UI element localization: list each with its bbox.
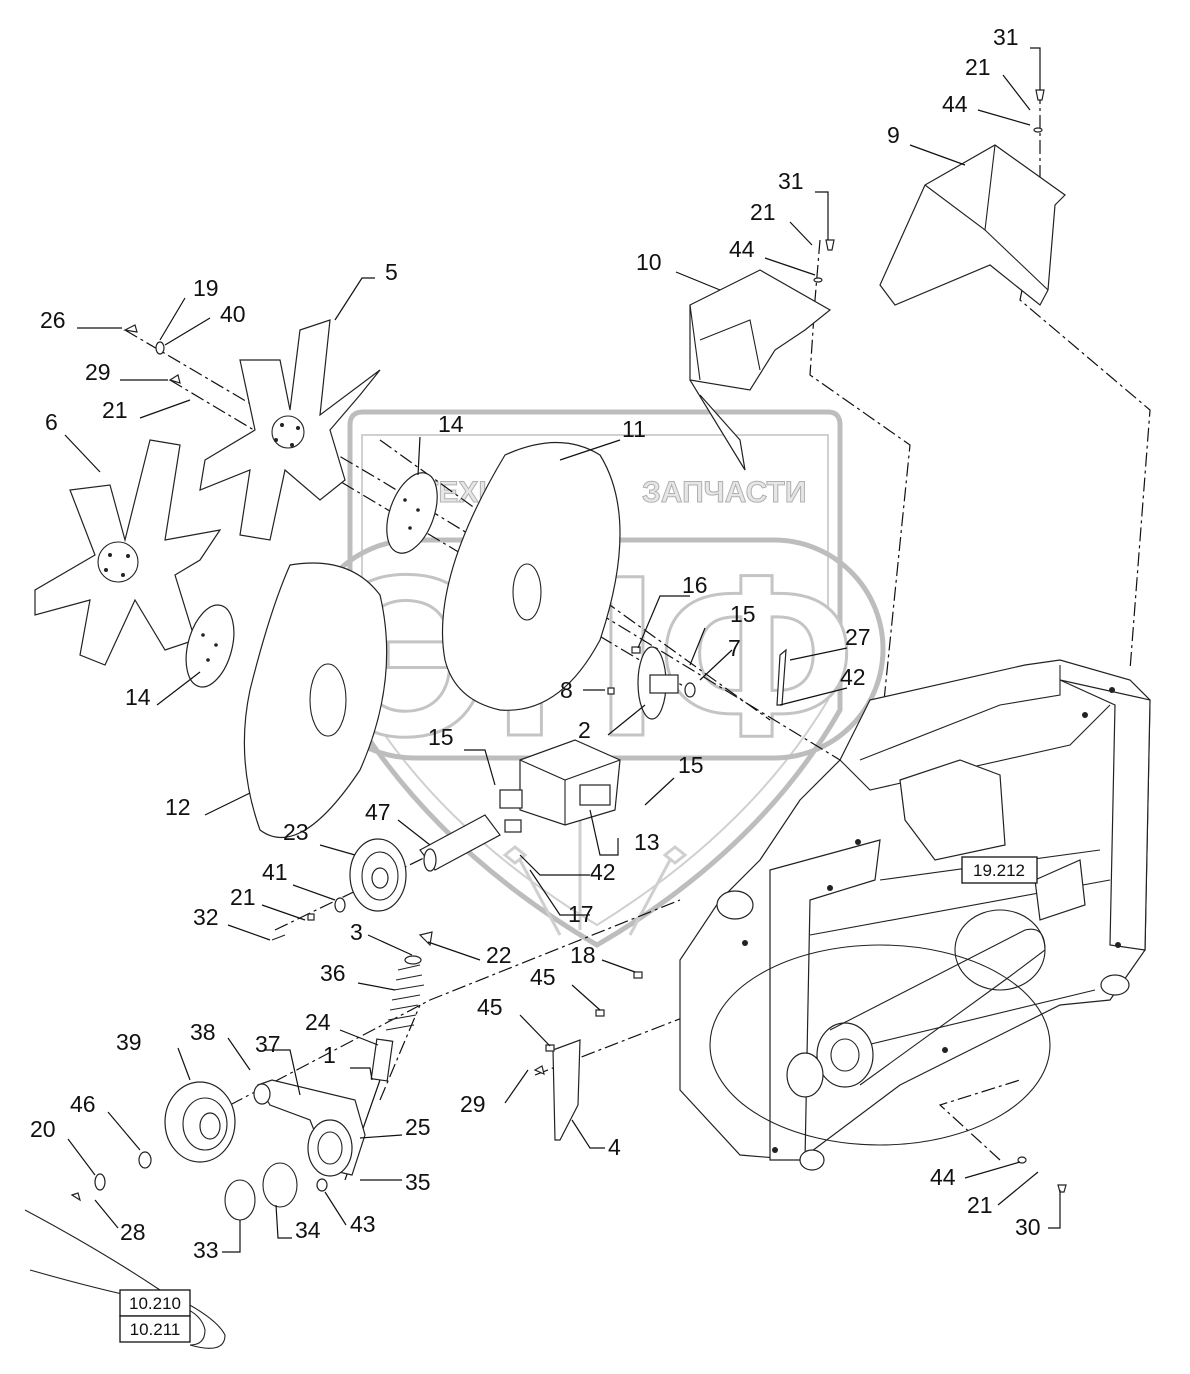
part-cover-10	[689, 269, 832, 471]
callout-label: 43	[350, 1211, 376, 1237]
part-fan-blade-6	[34, 439, 222, 666]
callout-label: 5	[385, 259, 398, 285]
callout-label: 46	[70, 1091, 96, 1117]
callout-label: 21	[230, 884, 256, 910]
callout-label: 41	[262, 859, 288, 885]
callout-label: 4	[608, 1134, 621, 1160]
callout-label: 6	[45, 409, 58, 435]
callout-label: 42	[840, 664, 866, 690]
hardware-bolts	[70, 89, 1067, 1202]
callout-label: 15	[678, 752, 704, 778]
callout-label: 28	[120, 1219, 146, 1245]
callout-label: 47	[365, 799, 391, 825]
callout-label: 23	[283, 819, 309, 845]
reference-box-19212	[961, 856, 1038, 884]
callout-label: 25	[405, 1114, 431, 1140]
callout-label: 11	[622, 416, 646, 442]
callout-label: 45	[530, 964, 556, 990]
callout-label: 40	[220, 301, 246, 327]
part-cover-9	[879, 144, 1066, 306]
part-fan-blade-5	[199, 319, 381, 541]
callout-label: 26	[40, 307, 66, 333]
callout-label: 8	[560, 677, 573, 703]
watermark-right-word: ЗАПЧАСТИ	[642, 476, 806, 509]
part-hub-disc-14-lower	[185, 604, 235, 688]
part-pulley-39	[94, 1081, 236, 1191]
callout-label: 39	[116, 1029, 142, 1055]
part-housing-12	[243, 562, 388, 839]
callout-label: 42	[590, 859, 616, 885]
callout-label: 12	[165, 794, 191, 820]
callout-label: 21	[967, 1192, 993, 1218]
callout-label: 27	[845, 624, 871, 650]
callout-label: 17	[568, 901, 594, 927]
reference-label-10211: 10.211	[130, 1320, 181, 1339]
leader-lines	[64, 47, 1061, 1253]
callout-label: 31	[778, 168, 804, 194]
callout-label: 34	[295, 1217, 321, 1243]
callout-label: 38	[190, 1019, 216, 1045]
callout-label: 14	[125, 684, 151, 710]
callout-label: 13	[634, 829, 660, 855]
callout-label: 15	[428, 724, 454, 750]
callout-label: 44	[729, 236, 755, 262]
callout-label: 15	[730, 601, 756, 627]
part-shaft-47	[419, 814, 522, 872]
part-gearbox-13	[499, 739, 621, 826]
part-circlips-33-34-43	[224, 1162, 328, 1221]
part-hub-disc-14-upper	[386, 472, 438, 554]
callout-label: 35	[405, 1169, 431, 1195]
callout-label: 14	[438, 411, 464, 437]
callout-label: 18	[570, 942, 596, 968]
callout-label: 21	[965, 54, 991, 80]
part-tensioner-arm-37	[253, 1079, 366, 1177]
callout-label: 45	[477, 994, 503, 1020]
part-guard-4	[545, 971, 643, 1141]
callout-label: 30	[1015, 1214, 1041, 1240]
callout-label: 33	[193, 1237, 219, 1263]
part-main-frame	[679, 659, 1151, 1171]
callout-label: 44	[930, 1164, 956, 1190]
callout-label: 22	[486, 942, 512, 968]
callout-label: 37	[255, 1031, 281, 1057]
callout-label: 1	[323, 1042, 336, 1068]
callout-label: 2	[578, 717, 591, 743]
callout-label: 3	[350, 919, 363, 945]
callout-label: 36	[320, 960, 346, 986]
reference-boxes: 19.212 10.210 10.211	[119, 856, 1038, 1343]
part-flange-2	[607, 646, 696, 720]
callout-labels: 31 21 44 9 31 21 44 10 5 19 40 26 29 21 …	[30, 24, 1041, 1263]
callout-label: 21	[750, 199, 776, 225]
reference-label-10210: 10.210	[129, 1294, 181, 1313]
reference-box-10211	[119, 1315, 191, 1343]
watermark-monogram: ЭПФ	[329, 527, 854, 784]
callout-label: 20	[30, 1116, 56, 1142]
part-housing-11	[442, 442, 621, 711]
callout-label: 32	[193, 904, 219, 930]
callout-label: 24	[305, 1009, 331, 1035]
callout-label: 31	[993, 24, 1019, 50]
callout-label: 7	[728, 635, 741, 661]
reference-label-19212: 19.212	[973, 861, 1025, 880]
part-pulley-23	[271, 838, 407, 941]
callout-label: 19	[193, 275, 219, 301]
callout-label: 10	[636, 249, 662, 275]
watermark: ТЕХНИКА ЗАПЧАСТИ ЭПФ	[302, 409, 886, 948]
assembly-lines	[124, 90, 1151, 1161]
callout-label: 21	[102, 397, 128, 423]
reference-box-10210	[119, 1289, 191, 1317]
callout-label: 29	[460, 1091, 486, 1117]
callout-label: 29	[85, 359, 111, 385]
callout-label: 16	[682, 572, 708, 598]
callout-label: 44	[942, 91, 968, 117]
callout-label: 9	[887, 122, 900, 148]
